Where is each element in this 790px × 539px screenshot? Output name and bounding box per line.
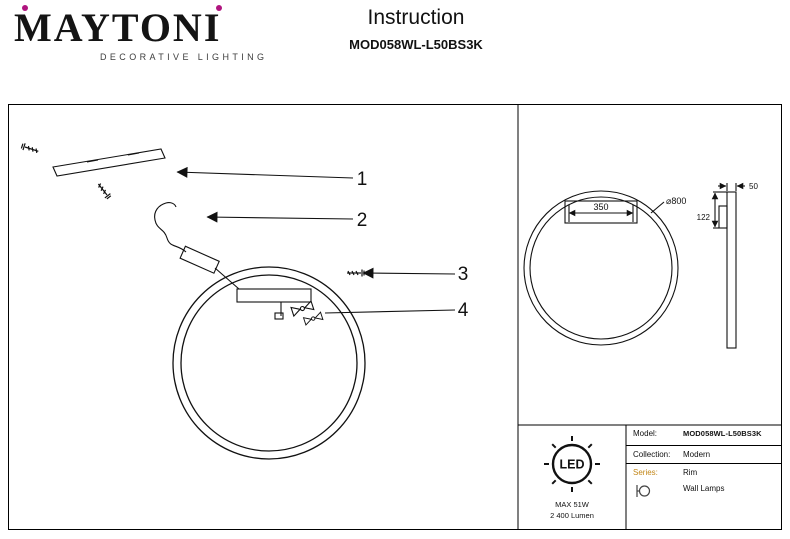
- dimension-height-label: 122: [697, 213, 711, 222]
- led-spec-cell: LED MAX 51W 2 400 Lumen: [518, 425, 626, 529]
- led-icon-text: LED: [560, 458, 585, 472]
- power-cable: [154, 202, 240, 290]
- led-max-power: MAX 51W: [555, 500, 589, 509]
- dimension-width-label: 350: [593, 202, 608, 212]
- screw-icon: [346, 268, 365, 278]
- dimension-depth-label: 50: [749, 182, 758, 191]
- mounting-plate: [20, 142, 166, 201]
- dimension-diameter-label: ⌀800: [666, 196, 686, 206]
- callout-1: 1: [357, 169, 368, 190]
- category-value: Wall Lamps: [683, 484, 725, 493]
- callout-lines: [176, 166, 456, 314]
- ring-lamp: [172, 266, 366, 460]
- screw-icon: [95, 181, 113, 201]
- collection-label: Collection:: [633, 450, 671, 459]
- title-block: Instruction MOD058WL-L50BS3K: [266, 6, 566, 52]
- brand-text: MAYTONI: [14, 5, 222, 50]
- model-number: MOD058WL-L50BS3K: [349, 37, 483, 52]
- callout-3: 3: [458, 264, 469, 285]
- brand-dot-right-icon: [216, 5, 222, 11]
- assembly-diagram: [20, 142, 456, 460]
- info-row-series: Series: Rim: [626, 464, 781, 480]
- product-info-table: Model: MOD058WL-L50BS3K Collection: Mode…: [626, 425, 781, 529]
- wall-lamp-icon: [636, 485, 651, 497]
- wing-screw-icon: [290, 300, 324, 326]
- brand-subtitle: DECORATIVE LIGHTING: [100, 52, 268, 62]
- model-value: MOD058WL-L50BS3K: [683, 429, 762, 438]
- page-title: Instruction: [367, 6, 465, 29]
- panel-dividers: [517, 105, 781, 529]
- technical-drawing: 1 2 3 4: [20, 105, 781, 529]
- model-label: Model:: [633, 429, 658, 438]
- series-value: Rim: [683, 468, 698, 477]
- dimension-drawing: [523, 182, 745, 349]
- led-icon: LED: [544, 436, 600, 492]
- collection-value: Modern: [683, 450, 711, 459]
- info-row-collection: Collection: Modern: [626, 446, 781, 464]
- ring-bracket: [236, 288, 312, 320]
- brand-dot-left-icon: [22, 5, 28, 11]
- series-label: Series:: [633, 468, 658, 477]
- callout-4: 4: [458, 300, 469, 321]
- info-row-model: Model: MOD058WL-L50BS3K: [626, 425, 781, 446]
- led-lumen: 2 400 Lumen: [550, 511, 594, 520]
- callout-2: 2: [357, 210, 368, 231]
- info-row-category: Wall Lamps: [626, 480, 781, 503]
- screw-icon: [20, 142, 40, 156]
- brand-logo: MAYTONI DECORATIVE LIGHTING: [14, 5, 268, 62]
- drawing-frame: 1 2 3 4: [8, 104, 782, 530]
- brand-wordmark: MAYTONI: [14, 5, 267, 50]
